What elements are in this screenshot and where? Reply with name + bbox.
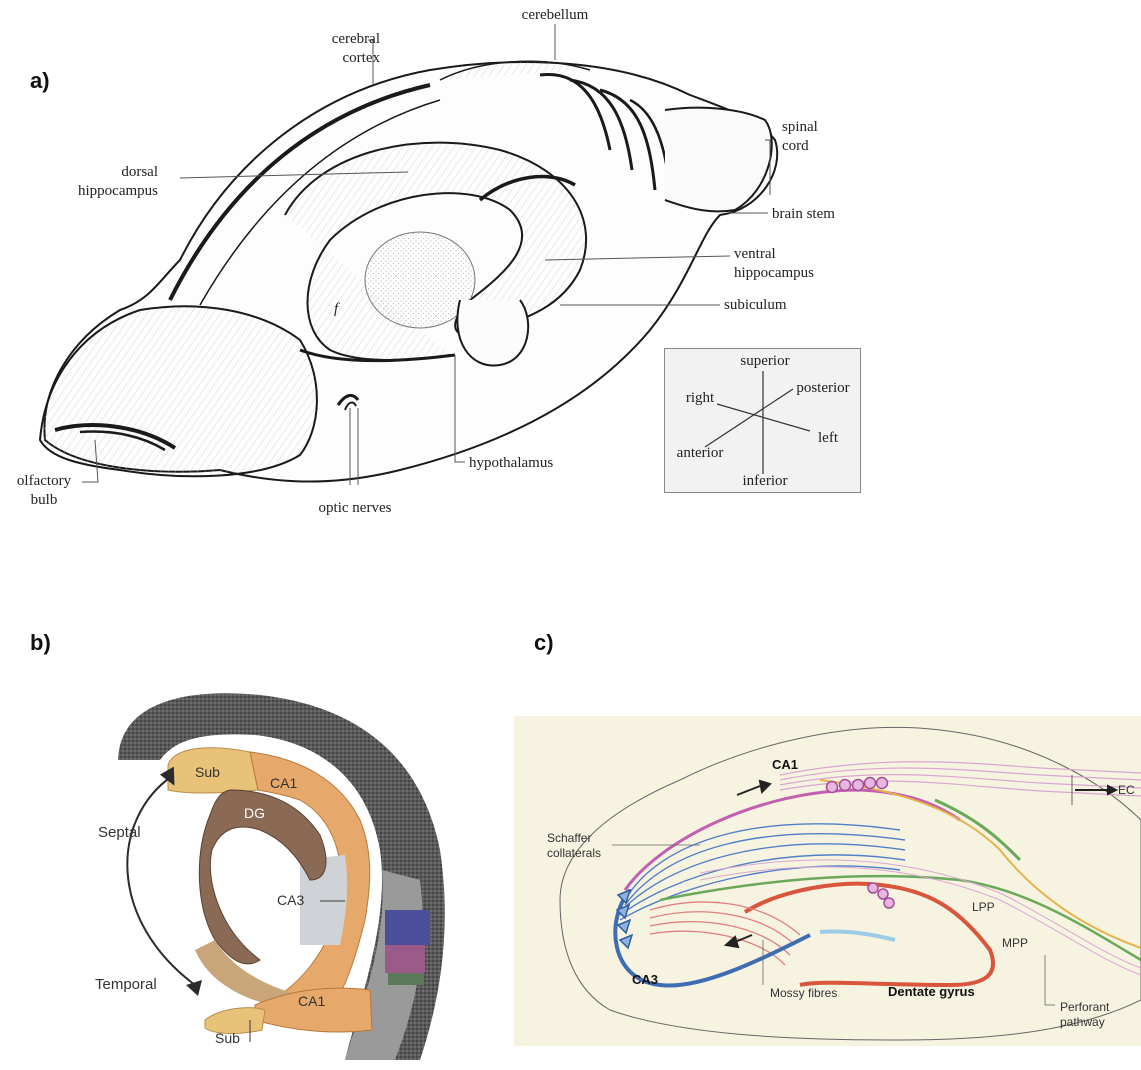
label-dentate-gyrus: Dentate gyrus <box>888 984 975 999</box>
label-schaffer-collaterals: Schaffer collaterals <box>547 831 617 861</box>
label-ec: EC <box>1118 783 1135 798</box>
label-perforant-pathway: Perforant pathway <box>1060 1000 1130 1030</box>
label-mossy-fibres: Mossy fibres <box>770 986 837 1001</box>
label-mpp: MPP <box>1002 936 1028 951</box>
label-ca3-c: CA3 <box>632 972 658 987</box>
label-ca1-c: CA1 <box>772 757 798 772</box>
label-lpp: LPP <box>972 900 995 915</box>
